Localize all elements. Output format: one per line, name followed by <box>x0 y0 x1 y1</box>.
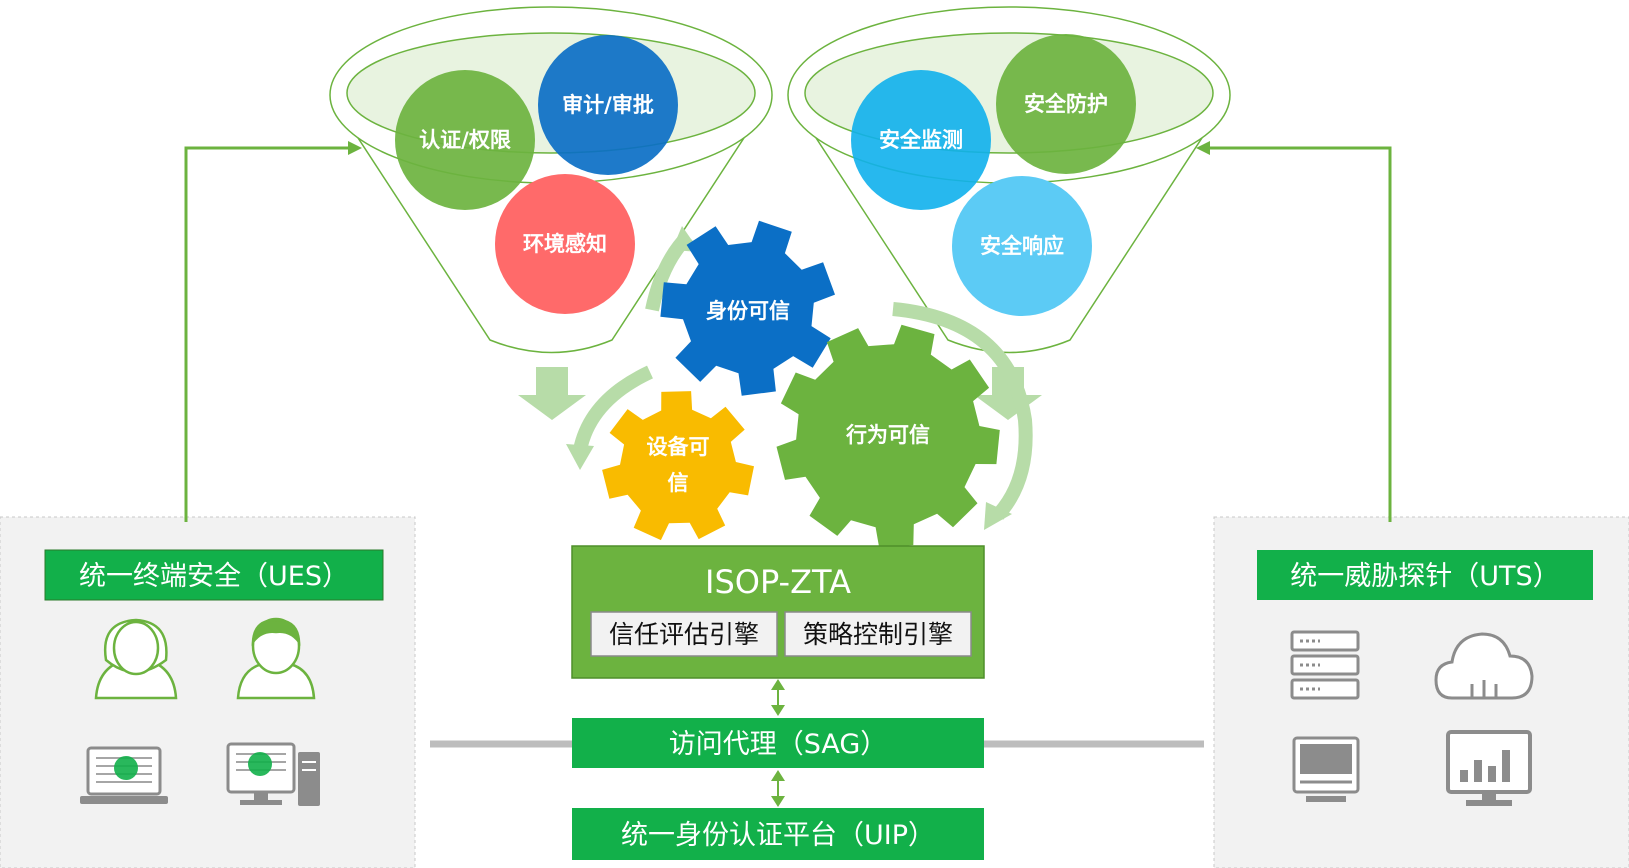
engine-trust-box[interactable] <box>590 611 778 657</box>
connector-sag-uip-head-up <box>771 770 785 781</box>
circle-protect-label: 安全防护 <box>1024 92 1108 116</box>
gear-behavior <box>776 324 1000 548</box>
desktop-computer-icon <box>226 742 320 806</box>
ues-title-bar <box>44 549 384 601</box>
gear-behavior-label: 行为可信 <box>845 423 930 447</box>
uip-label: 统一身份认证平台（UIP） <box>621 820 935 851</box>
cloud-icon <box>1434 632 1534 700</box>
rotation-arrowhead-right <box>984 502 1012 530</box>
gear-device-label-line2: 信 <box>668 471 689 495</box>
monitor-appliance-icon <box>1292 736 1360 802</box>
chart-monitor-icon <box>1446 730 1532 806</box>
uts-title-bar <box>1257 550 1593 600</box>
circle-auth <box>395 70 535 210</box>
server-rack-icon <box>1290 630 1360 700</box>
gear-identity-label: 身份可信 <box>706 299 790 323</box>
connector-sag-uip-head-down <box>771 796 785 807</box>
user-male-icon <box>236 617 316 700</box>
connector-zta-sag-head-up <box>771 679 785 690</box>
circle-audit-label: 审计/审批 <box>562 93 654 117</box>
circle-response <box>952 176 1092 316</box>
laptop-icon <box>80 746 168 804</box>
circle-monitor-label: 安全监测 <box>879 128 963 152</box>
uts-arrowhead <box>1196 141 1210 155</box>
circle-response-label: 安全响应 <box>980 234 1064 258</box>
ues-feedback-arrow <box>184 146 358 522</box>
user-female-icon <box>94 618 178 700</box>
rotation-arrow-left <box>573 365 654 452</box>
circle-env-label: 环境感知 <box>523 232 607 256</box>
engine-policy-box[interactable] <box>784 611 972 657</box>
circle-audit <box>538 35 678 175</box>
ues-title: 统一终端安全（UES） <box>79 561 349 592</box>
isop-zta-title: ISOP-ZTA <box>705 563 851 601</box>
rotation-arrowhead-left <box>566 444 594 470</box>
uip-bar <box>572 808 984 860</box>
sag-bar <box>572 718 984 768</box>
left-down-arrow <box>518 367 586 420</box>
circle-monitor <box>851 70 991 210</box>
connector-zta-sag-head-down <box>771 705 785 716</box>
circle-auth-label: 认证/权限 <box>419 128 511 152</box>
circle-env <box>495 174 635 314</box>
rotation-arrow-right <box>892 302 1033 520</box>
gear-device <box>602 391 754 541</box>
engine-policy-label: 策略控制引擎 <box>803 620 953 649</box>
gear-device-label-line1: 设备可 <box>647 435 710 459</box>
engine-trust-label: 信任评估引擎 <box>609 620 759 649</box>
ues-arrowhead <box>348 141 362 155</box>
uts-title: 统一威胁探针（UTS） <box>1290 561 1559 592</box>
uts-feedback-arrow <box>1202 146 1392 522</box>
gear-identity <box>660 220 835 396</box>
sag-label: 访问代理（SAG） <box>669 729 888 760</box>
circle-protect <box>996 34 1136 174</box>
